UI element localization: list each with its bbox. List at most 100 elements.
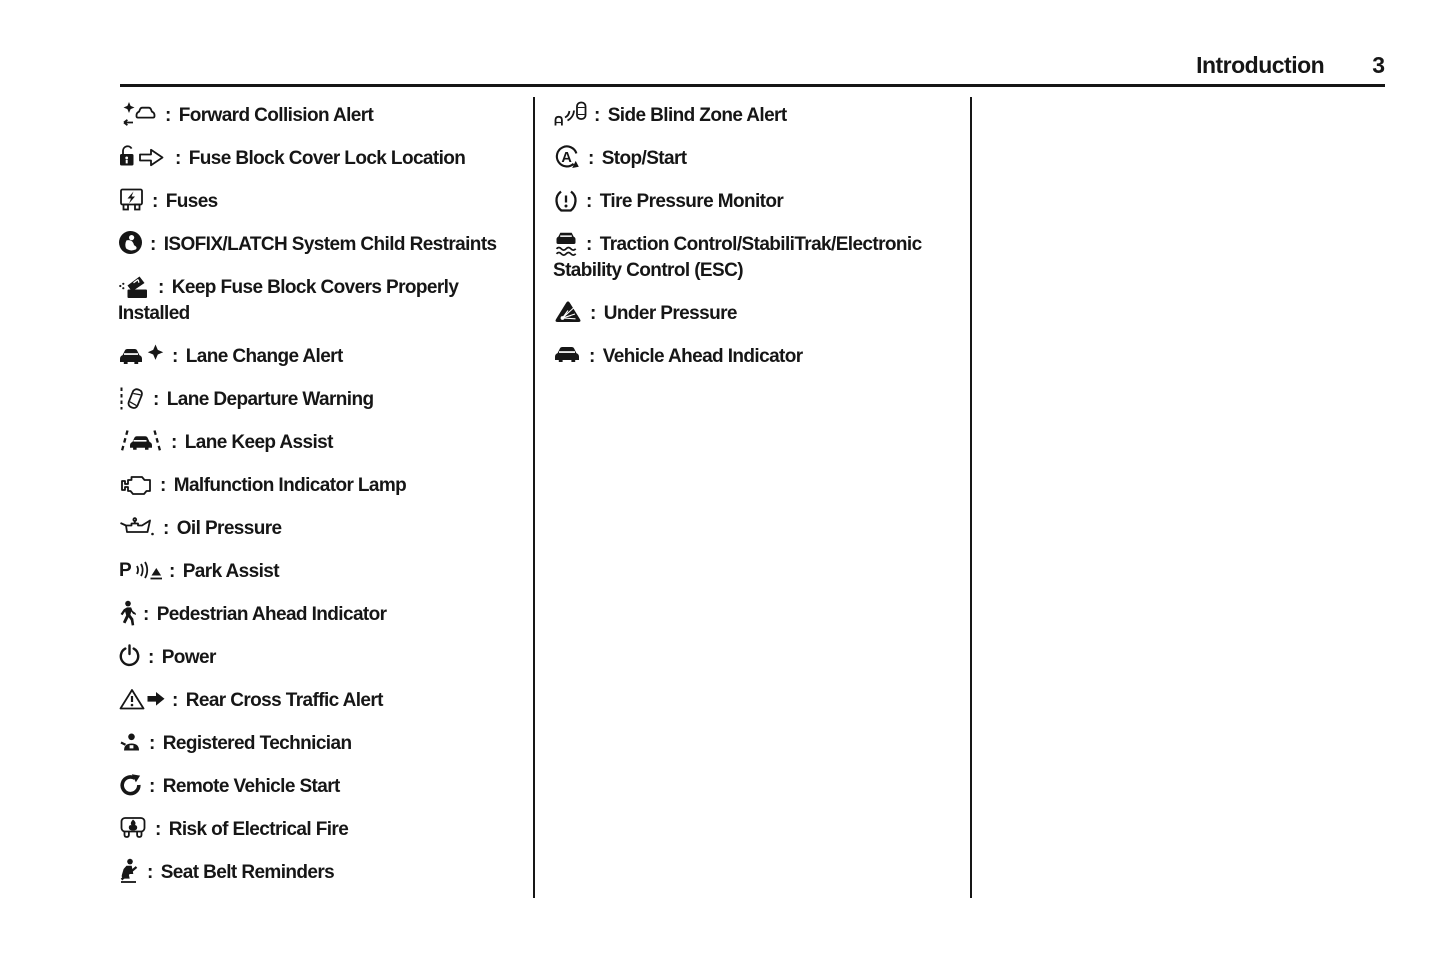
legend-item-label: Remote Vehicle Start <box>162 776 341 798</box>
forward-collision-alert-icon <box>118 101 158 127</box>
legend-item: : Oil Pressure <box>118 516 513 542</box>
fuses-icon <box>118 187 145 212</box>
page-number: 3 <box>1372 52 1385 78</box>
legend-item-label: Fuses <box>165 191 219 212</box>
rear-cross-traffic-alert-icon <box>118 687 165 712</box>
page-header: Introduction 3 <box>1196 52 1385 79</box>
separator: : <box>158 277 164 299</box>
separator: : <box>149 733 155 755</box>
legend-item: : Side Blind Zone Alert <box>553 101 970 129</box>
registered-technician-icon <box>118 730 142 755</box>
under-pressure-icon <box>553 300 583 325</box>
separator: : <box>149 776 155 798</box>
legend-item-label: Side Blind Zone Alert <box>607 105 787 127</box>
svg-text:A: A <box>561 150 572 166</box>
separator: : <box>169 561 175 583</box>
legend-item-label: Vehicle Ahead Indicator <box>602 346 803 368</box>
separator: : <box>150 234 156 255</box>
legend-item-label: Tire Pressure Monitor <box>599 191 784 213</box>
separator: : <box>147 862 153 884</box>
legend-column-1: : Forward Collision Alert : Fuse Block Cov… <box>118 97 533 898</box>
risk-of-electrical-fire-icon <box>118 815 148 841</box>
legend-item: :Keep Fuse Block Covers Properly Install… <box>118 275 513 327</box>
legend-item: : Under Pressure <box>553 300 970 327</box>
legend-item-label: Keep Fuse Block Covers Properly Installe… <box>118 277 459 325</box>
separator: : <box>153 389 159 411</box>
legend-item: : ISOFIX/LATCH System Child Restraints <box>118 230 513 258</box>
separator: : <box>589 346 595 368</box>
legend-item: : Lane Departure Warning <box>118 387 513 413</box>
legend-item-label: ISOFIX/LATCH System Child Restraints <box>163 234 497 255</box>
traction-control-stabilitrak-esc-icon <box>553 231 579 256</box>
seat-belt-reminders-icon <box>118 858 140 884</box>
lane-keep-assist-icon <box>118 429 164 454</box>
separator: : <box>588 148 594 170</box>
legend-item-label: Lane Change Alert <box>185 346 344 368</box>
park-assist-icon: P <box>118 558 162 582</box>
legend-item: : Power <box>118 644 513 671</box>
isofix-latch-child-restraints-icon <box>118 230 143 255</box>
keep-fuse-block-covers-icon <box>118 273 151 299</box>
malfunction-indicator-lamp-icon <box>118 472 153 497</box>
legend-item: :Risk of Electrical Fire <box>118 817 513 843</box>
legend-item-label: Traction Control/StabiliTrak/Electronic … <box>553 234 922 282</box>
legend-item-label: Park Assist <box>182 561 280 583</box>
legend-item: :Fuses <box>118 189 513 215</box>
legend-item-label: Fuse Block Cover Lock Location <box>188 148 466 169</box>
legend-item: :Lane Change Alert <box>118 344 513 370</box>
stop-start-icon: A <box>553 144 581 170</box>
separator: : <box>143 604 149 626</box>
legend-item: :Traction Control/StabiliTrak/Electronic… <box>553 232 970 284</box>
pedestrian-ahead-indicator-icon <box>118 600 136 626</box>
separator: : <box>155 819 161 841</box>
vehicle-ahead-indicator-icon <box>553 343 582 367</box>
legend-item-label: Lane Departure Warning <box>166 389 374 411</box>
legend-column-2: :Side Blind Zone Alert A :Stop/Start <box>533 97 970 898</box>
legend-item-label: Seat Belt Reminders <box>160 862 335 884</box>
legend-item: : Fuse Block Cover Lock Location <box>118 144 513 172</box>
legend-item: : Registered Technician <box>118 731 513 757</box>
legend-item-label: Registered Technician <box>162 733 352 755</box>
separator: : <box>148 647 154 669</box>
legend-item: : Lane Keep Assist <box>118 429 513 456</box>
legend-item: : Vehicle Ahead Indicator <box>553 344 970 370</box>
separator: : <box>172 690 178 712</box>
power-icon <box>118 644 141 668</box>
separator: : <box>163 518 169 540</box>
remote-vehicle-start-icon <box>118 773 142 797</box>
legend-item-label: Oil Pressure <box>176 518 282 540</box>
legend-item-label: Malfunction Indicator Lamp <box>173 475 407 497</box>
legend-item-label: Power <box>161 647 217 669</box>
separator: : <box>594 105 600 127</box>
oil-pressure-icon <box>118 515 156 539</box>
legend-item-label: Forward Collision Alert <box>178 105 374 126</box>
legend-item: : Tire Pressure Monitor <box>553 189 970 215</box>
legend-item-label: Rear Cross Traffic Alert <box>185 690 384 712</box>
legend-column-3 <box>970 97 1385 898</box>
separator: : <box>171 432 177 454</box>
separator: : <box>590 303 596 325</box>
fuse-block-cover-lock-icon <box>118 144 168 169</box>
legend-item-label: Lane Keep Assist <box>184 432 334 454</box>
separator: : <box>586 234 592 256</box>
legend-item: : Rear Cross Traffic Alert <box>118 688 513 714</box>
legend-item: : Remote Vehicle Start <box>118 774 513 800</box>
header-rule <box>120 84 1385 87</box>
tire-pressure-monitor-icon <box>553 188 579 213</box>
legend-item: P : Park Assist <box>118 559 513 585</box>
separator: : <box>165 105 171 126</box>
legend-item-label: Under Pressure <box>603 303 738 325</box>
legend-item: :Pedestrian Ahead Indicator <box>118 600 513 628</box>
legend-item: : Malfunction Indicator Lamp <box>118 473 513 499</box>
separator: : <box>175 148 181 169</box>
legend-columns: : Forward Collision Alert : Fuse Block Cov… <box>118 97 1385 898</box>
legend-item: A : Stop/Start <box>553 144 970 172</box>
lane-departure-warning-icon <box>118 386 146 411</box>
separator: : <box>160 475 166 497</box>
side-blind-zone-alert-icon <box>553 101 587 127</box>
legend-item: : Seat Belt Reminders <box>118 858 513 886</box>
legend-item: : Forward Collision Alert <box>118 101 513 129</box>
separator: : <box>586 191 592 213</box>
legend-item-label: Stop/Start <box>601 148 687 170</box>
